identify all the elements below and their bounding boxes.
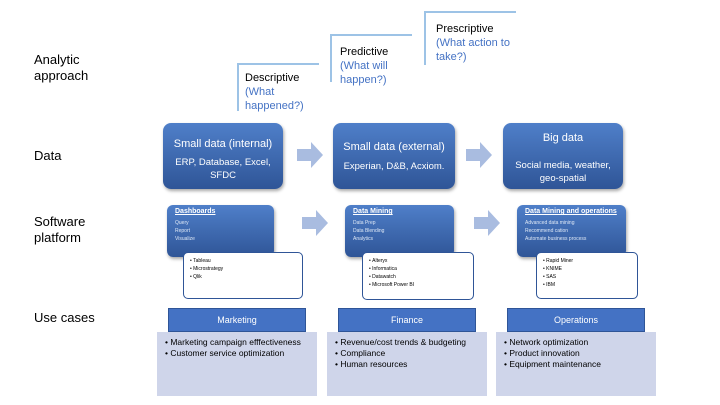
tool-item: KNIME	[543, 265, 633, 273]
software-dashboards-title: Dashboards	[175, 208, 216, 215]
software-arrow-2	[474, 210, 500, 236]
use-case-item: Marketing campaign efffectiveness	[165, 337, 311, 348]
data-box-external: Small data (external) Experian, D&B, Acx…	[333, 123, 455, 189]
descriptive-subtitle: (What happened?)	[245, 86, 304, 112]
tools-box-data-mining: Alteryx Informatica Datawatch Microsoft …	[362, 252, 474, 300]
use-case-item: Equipment maintenance	[504, 359, 650, 370]
row-label-use-cases: Use cases	[34, 310, 95, 325]
use-case-marketing: Marketing Marketing campaign efffectiven…	[157, 308, 317, 396]
software-item: Query	[175, 220, 189, 226]
use-case-marketing-body: Marketing campaign efffectiveness Custom…	[157, 332, 317, 396]
data-box-internal-detail: ERP, Database, Excel, SFDC	[175, 157, 271, 181]
tool-item: Datawatch	[369, 273, 469, 281]
use-case-item: Network optimization	[504, 337, 650, 348]
use-case-marketing-header: Marketing	[168, 308, 306, 332]
use-case-operations-header: Operations	[507, 308, 645, 332]
use-case-item: Human resources	[335, 359, 481, 370]
software-box-data-mining: Data Mining Data Prep Data Blending Anal…	[345, 205, 454, 257]
tool-item: Rapid Miner	[543, 257, 633, 265]
use-case-item: Customer service optimization	[165, 348, 311, 359]
software-item: Visualize	[175, 236, 195, 242]
use-case-item: Product innovation	[504, 348, 650, 359]
data-box-internal-title: Small data (internal)	[173, 138, 273, 150]
tool-item: Microsoft Power BI	[369, 281, 469, 289]
data-box-internal: Small data (internal) ERP, Database, Exc…	[163, 123, 283, 189]
row-label-analytic-approach: Analytic approach	[34, 52, 89, 83]
software-item: Data Blending	[353, 228, 385, 234]
tools-box-data-mining-operations: Rapid Miner KNIME SAS IBM	[536, 252, 638, 299]
descriptive-step: Descriptive (What happened?)	[237, 63, 319, 112]
tool-item: SAS	[543, 273, 633, 281]
row-label-software-platform: Software platform	[34, 214, 86, 245]
prescriptive-title: Prescriptive	[436, 23, 494, 35]
predictive-subtitle: (What will happen?)	[340, 60, 388, 86]
tool-item: Alteryx	[369, 257, 469, 265]
use-case-finance: Finance Revenue/cost trends & budgeting …	[327, 308, 487, 396]
data-box-big-data-detail: Social media, weather, geo-spatial	[515, 160, 611, 184]
row-label-data: Data	[34, 148, 62, 163]
predictive-step: Predictive (What will happen?)	[330, 34, 412, 86]
predictive-title: Predictive	[340, 46, 389, 58]
software-arrow-1	[302, 210, 328, 236]
software-data-mining-title: Data Mining	[353, 208, 393, 215]
prescriptive-subtitle: (What action to take?)	[436, 37, 510, 63]
descriptive-title: Descriptive	[245, 72, 300, 84]
software-item: Analytics	[353, 236, 374, 242]
tools-box-dashboards: Tableau Microstrategy Qlik	[183, 252, 303, 299]
data-box-big-data-title: Big data	[542, 132, 584, 144]
software-box-data-mining-operations: Data Mining and operations Advanced data…	[517, 205, 626, 257]
tool-item: Qlik	[190, 273, 298, 281]
software-item: Automate business process	[525, 236, 587, 242]
software-box-dashboards: Dashboards Query Report Visualize	[167, 205, 274, 257]
software-item: Data Prep	[353, 220, 376, 226]
tool-item: Microstrategy	[190, 265, 298, 273]
data-box-external-title: Small data (external)	[343, 141, 445, 153]
data-arrow-2	[466, 142, 492, 168]
use-case-operations: Operations Network optimization Product …	[496, 308, 656, 396]
prescriptive-step: Prescriptive (What action to take?)	[424, 11, 516, 65]
data-arrow-1	[297, 142, 323, 168]
use-case-operations-body: Network optimization Product innovation …	[496, 332, 656, 396]
use-case-item: Compliance	[335, 348, 481, 359]
software-item: Report	[175, 228, 191, 234]
data-box-external-detail: Experian, D&B, Acxiom.	[343, 161, 445, 172]
software-item: Advanced data mining	[525, 220, 575, 226]
tool-item: Informatica	[369, 265, 469, 273]
use-case-finance-body: Revenue/cost trends & budgeting Complian…	[327, 332, 487, 396]
software-item: Recommend cation	[525, 228, 569, 234]
tool-item: IBM	[543, 281, 633, 289]
tool-item: Tableau	[190, 257, 298, 265]
software-data-mining-operations-title: Data Mining and operations	[525, 208, 617, 215]
use-case-item: Revenue/cost trends & budgeting	[335, 337, 481, 348]
use-case-finance-header: Finance	[338, 308, 476, 332]
data-box-big-data: Big data Social media, weather, geo-spat…	[503, 123, 623, 189]
